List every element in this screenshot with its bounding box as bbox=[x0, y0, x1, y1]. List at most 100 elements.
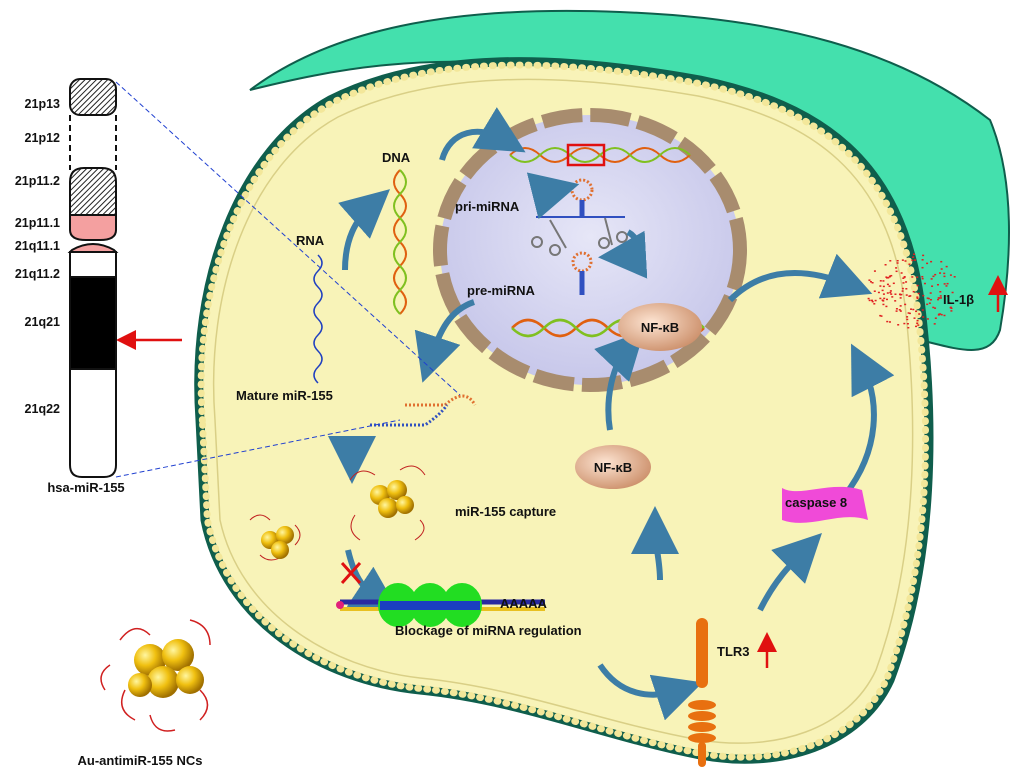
il1b-particle bbox=[889, 290, 892, 292]
il1b-particle bbox=[953, 276, 956, 278]
capture-label: miR-155 capture bbox=[455, 504, 556, 519]
il1b-particle bbox=[928, 302, 931, 304]
pre-mirna-label: pre-miRNA bbox=[467, 283, 536, 298]
il1b-particle bbox=[873, 303, 876, 305]
il1b-particle bbox=[911, 276, 914, 278]
il1b-particle bbox=[915, 325, 918, 328]
il1b-particle bbox=[936, 283, 939, 286]
il1b-particle bbox=[934, 317, 937, 319]
rna-label: RNA bbox=[296, 233, 325, 248]
arrow-gene-to-pri bbox=[526, 172, 580, 220]
il1b-particle bbox=[921, 259, 924, 261]
pre-mirna-hairpin-icon bbox=[571, 251, 593, 295]
il1b-particle bbox=[897, 324, 900, 326]
il1b-particle bbox=[921, 275, 924, 278]
il1b-particle bbox=[918, 313, 921, 315]
il1b-particle bbox=[943, 275, 946, 278]
il1b-particle bbox=[899, 305, 902, 307]
il1b-particle bbox=[896, 259, 899, 262]
tlr3-receptor-icon bbox=[688, 618, 716, 767]
il1b-particle bbox=[939, 295, 942, 297]
arrow-to-il1b bbox=[727, 253, 873, 303]
caspase8-ribbon-icon bbox=[782, 486, 868, 523]
chromosome-label: hsa-miR-155 bbox=[47, 480, 124, 495]
chromosome-21 bbox=[67, 78, 119, 478]
il1b-particle bbox=[910, 308, 913, 310]
il1b-particle bbox=[882, 293, 885, 295]
il1b-particle bbox=[879, 297, 882, 300]
il1b-particle bbox=[890, 274, 893, 277]
il1b-particle bbox=[882, 303, 885, 306]
il1b-particle bbox=[926, 297, 929, 299]
il1b-particle bbox=[934, 307, 937, 309]
zoom-line-top bbox=[115, 81, 461, 396]
il1b-particle bbox=[869, 281, 872, 283]
il1b-particle bbox=[871, 299, 874, 302]
process-arrows bbox=[328, 107, 895, 721]
il1b-particle bbox=[899, 297, 902, 299]
il1b-particle bbox=[895, 267, 898, 269]
il1b-particle bbox=[926, 318, 929, 320]
il1b-particle bbox=[888, 276, 891, 278]
il1b-particle bbox=[909, 295, 912, 297]
il1b-particle bbox=[929, 292, 932, 294]
arrow-tlr3-to-caspase bbox=[757, 533, 822, 612]
il1b-particle bbox=[890, 293, 893, 295]
nfkb-cytoplasm-ellipse bbox=[575, 445, 651, 489]
il1b-particle bbox=[950, 310, 953, 312]
il1b-particles-icon bbox=[867, 253, 956, 329]
il1b-particle bbox=[933, 323, 936, 325]
arrow-caspase-to-il1b bbox=[842, 343, 895, 497]
arrow-nfkb-to-nucleus bbox=[594, 330, 645, 431]
il1b-particle bbox=[881, 289, 884, 292]
il1b-particle bbox=[916, 322, 919, 324]
mrna-ribosome-icon bbox=[336, 583, 576, 627]
chromosome-band-labels: 21p13 21p12 21p11.2 21p11.1 21q11.1 21q1… bbox=[15, 97, 60, 416]
il1b-particle bbox=[886, 283, 889, 286]
il1b-particle bbox=[899, 294, 902, 296]
il1b-particle bbox=[873, 270, 876, 272]
il1b-particle bbox=[946, 282, 949, 285]
il1b-particle bbox=[882, 300, 885, 302]
il1b-particle bbox=[917, 324, 920, 326]
il1b-particle bbox=[902, 282, 905, 284]
band-label: 21q11.2 bbox=[15, 267, 60, 281]
il1b-particle bbox=[951, 291, 954, 294]
arrow-pri-to-pre bbox=[598, 229, 648, 279]
block-cross-icon bbox=[340, 561, 362, 585]
il1b-particle bbox=[903, 322, 906, 325]
il1b-particle bbox=[922, 294, 925, 297]
nucleus bbox=[433, 108, 747, 392]
il1b-particle bbox=[905, 294, 908, 296]
il1b-particle bbox=[912, 290, 915, 293]
mir155-gene-box bbox=[566, 143, 606, 167]
polya-label: AAAAA bbox=[500, 596, 548, 611]
il1b-particle bbox=[926, 303, 929, 306]
il1b-particle bbox=[945, 285, 948, 287]
arrow-capture-to-blockage bbox=[345, 549, 400, 614]
il1b-particle bbox=[871, 281, 874, 284]
il1b-particle bbox=[921, 266, 924, 269]
cell-inner-membrane bbox=[212, 78, 914, 744]
il1b-particle bbox=[894, 300, 897, 302]
il1b-particle bbox=[943, 314, 946, 317]
il1b-particle bbox=[906, 323, 909, 325]
il1b-particle bbox=[914, 259, 917, 261]
il1b-particle bbox=[891, 296, 894, 298]
il1b-particle bbox=[899, 310, 902, 312]
il1b-particle bbox=[937, 298, 940, 301]
il1b-particle bbox=[901, 259, 904, 261]
band-label: 21q22 bbox=[25, 402, 60, 416]
il1b-particle bbox=[889, 291, 892, 294]
il1b-particle bbox=[886, 320, 889, 323]
il1b-particle bbox=[905, 281, 908, 283]
band-label: 21p11.2 bbox=[15, 174, 60, 188]
caspase8-label: caspase 8 bbox=[785, 495, 847, 510]
il1b-particle bbox=[902, 277, 905, 279]
il1b-particle bbox=[905, 288, 908, 290]
il1b-particle bbox=[868, 299, 871, 302]
il1b-particle bbox=[949, 274, 952, 276]
il1b-particle bbox=[908, 312, 911, 315]
il1b-particle bbox=[939, 272, 942, 274]
band-label: 21q11.1 bbox=[15, 239, 60, 253]
